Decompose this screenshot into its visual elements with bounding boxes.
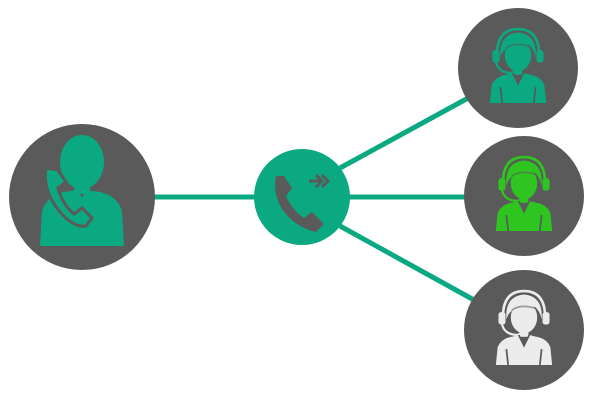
router-node-circle — [254, 149, 350, 245]
forward-arrow-1 — [309, 173, 325, 189]
handset-shape — [43, 166, 94, 228]
connectors — [150, 94, 476, 303]
link-router-agent-bottom — [338, 223, 476, 303]
link-router-agent-top — [338, 94, 472, 171]
router-node — [254, 149, 350, 245]
caller-phone-icon — [40, 135, 124, 246]
forward-arrow-2 — [320, 173, 331, 189]
caller-node — [9, 124, 155, 270]
agent-node-top — [458, 8, 578, 128]
agent-node-bottom — [464, 270, 584, 390]
call-forward-icon — [275, 173, 331, 232]
agent-node-middle — [464, 136, 584, 256]
